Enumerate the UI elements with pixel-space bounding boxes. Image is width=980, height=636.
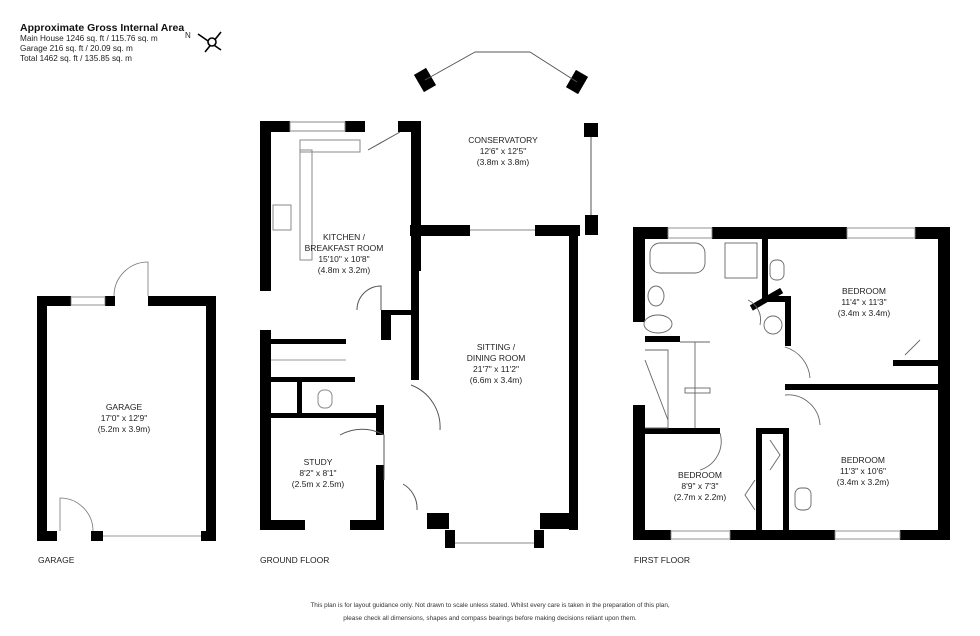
room-kitchen: KITCHEN / BREAKFAST ROOM 15'10" x 10'8" … xyxy=(305,232,384,276)
room-size-imperial: 15'10" x 10'8" xyxy=(318,254,370,264)
room-study: STUDY 8'2" x 8'1" (2.5m x 2.5m) xyxy=(292,457,344,490)
room-name: CONSERVATORY xyxy=(468,135,538,145)
room-size-imperial: 11'4" x 11'3" xyxy=(841,297,887,307)
room-size-metric: (2.7m x 2.2m) xyxy=(673,492,727,502)
room-name: BEDROOM xyxy=(678,470,722,480)
room-size-imperial: 21'7" x 11'2" xyxy=(473,364,519,374)
disclaimer-line-1: This plan is for layout guidance only. N… xyxy=(310,602,670,609)
room-name: KITCHEN / xyxy=(322,232,366,242)
room-size-metric: (3.4m x 3.2m) xyxy=(836,477,890,487)
floor-label-first: FIRST FLOOR xyxy=(634,555,691,565)
room-name: STUDY xyxy=(303,457,333,467)
room-name-2: DINING ROOM xyxy=(466,353,526,363)
room-size-imperial: 11'3" x 10'6" xyxy=(840,466,886,476)
area-main-house: Main House 1246 sq. ft / 115.76 sq. m xyxy=(20,34,158,43)
room-name-2: BREAKFAST ROOM xyxy=(304,243,384,253)
floor-label-ground: GROUND FLOOR xyxy=(260,555,330,565)
room-bedroom-2: BEDROOM 11'3" x 10'6" (3.4m x 3.2m) xyxy=(837,455,889,488)
area-summary: Approximate Gross Internal Area Main Hou… xyxy=(20,22,184,64)
room-size-metric: (4.8m x 3.2m) xyxy=(317,265,371,275)
room-name: SITTING / xyxy=(476,342,516,352)
room-size-imperial: 8'2" x 8'1" xyxy=(299,468,337,478)
room-size-metric: (3.4m x 3.4m) xyxy=(837,308,891,318)
room-name: BEDROOM xyxy=(841,455,885,465)
room-name: BEDROOM xyxy=(842,286,886,296)
room-size-imperial: 12'6" x 12'5" xyxy=(479,146,527,156)
disclaimer-line-2: please check all dimensions, shapes and … xyxy=(343,615,637,622)
floor-label-garage: GARAGE xyxy=(38,555,75,565)
area-title: Approximate Gross Internal Area xyxy=(20,22,185,34)
room-bedroom-3: BEDROOM 8'9" x 7'3" (2.7m x 2.2m) xyxy=(674,470,726,503)
room-size-metric: (2.5m x 2.5m) xyxy=(291,479,345,489)
room-sitting-dining: SITTING / DINING ROOM 21'7" x 11'2" (6.6… xyxy=(467,342,526,386)
room-size-metric: (3.8m x 3.8m) xyxy=(476,157,530,167)
compass-north-label: N xyxy=(185,31,191,40)
room-size-imperial: 8'9" x 7'3" xyxy=(681,481,719,491)
room-size-imperial: 17'0" x 12'9" xyxy=(100,413,148,423)
room-size-metric: (5.2m x 3.9m) xyxy=(97,424,151,434)
area-total: Total 1462 sq. ft / 135.85 sq. m xyxy=(20,54,132,63)
area-garage: Garage 216 sq. ft / 20.09 sq. m xyxy=(20,44,133,53)
room-bedroom-1: BEDROOM 11'4" x 11'3" (3.4m x 3.4m) xyxy=(838,286,890,319)
room-garage: GARAGE 17'0" x 12'9" (5.2m x 3.9m) xyxy=(98,402,150,435)
room-name: GARAGE xyxy=(105,402,143,412)
room-size-metric: (6.6m x 3.4m) xyxy=(469,375,523,385)
room-conservatory: CONSERVATORY 12'6" x 12'5" (3.8m x 3.8m) xyxy=(468,135,538,168)
